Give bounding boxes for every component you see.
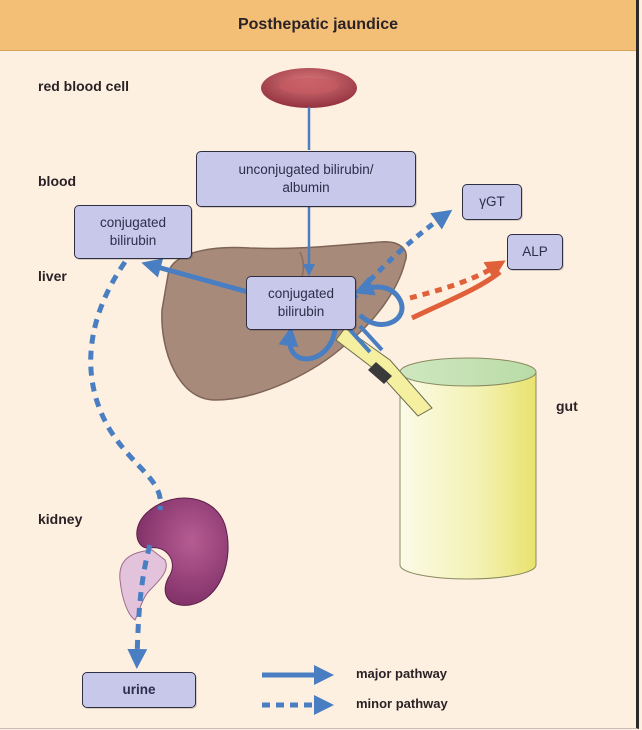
box-conjugated-bilirubin-blood: conjugated bilirubin xyxy=(74,205,192,259)
bile-duct-icon xyxy=(335,324,433,417)
recirculation-loop-right xyxy=(353,276,405,327)
box-ggt: γGT xyxy=(462,184,522,220)
minor-pathway-to-urine xyxy=(127,544,153,669)
legend-major-label: major pathway xyxy=(356,666,448,681)
major-pathway-to-alp xyxy=(410,270,502,321)
label-kidney: kidney xyxy=(38,511,83,527)
box-conjugated-bilirubin-liver: conjugated bilirubin xyxy=(246,276,356,330)
kidney-icon xyxy=(119,497,229,621)
minor-pathway-to-alp xyxy=(409,260,506,301)
box-unconjugated-bilirubin: unconjugated bilirubin/ albumin xyxy=(196,151,416,207)
gut-icon xyxy=(399,357,537,580)
box-urine: urine xyxy=(82,672,196,708)
box-alp: ALP xyxy=(507,234,563,270)
label-liver: liver xyxy=(38,268,67,284)
diagram-title: Posthepatic jaundice xyxy=(0,0,636,51)
legend-minor-label: minor pathway xyxy=(356,696,448,711)
liver-to-blood-major-arrow xyxy=(141,258,249,295)
label-blood: blood xyxy=(38,173,77,189)
recirculation-loop-left xyxy=(278,326,338,362)
red-blood-cell-icon xyxy=(261,68,357,108)
label-gut: gut xyxy=(556,398,578,414)
minor-pathway-to-kidney xyxy=(88,260,164,511)
label-red-blood-cell: red blood cell xyxy=(38,78,130,94)
minor-pathway-to-ggt xyxy=(350,209,453,302)
